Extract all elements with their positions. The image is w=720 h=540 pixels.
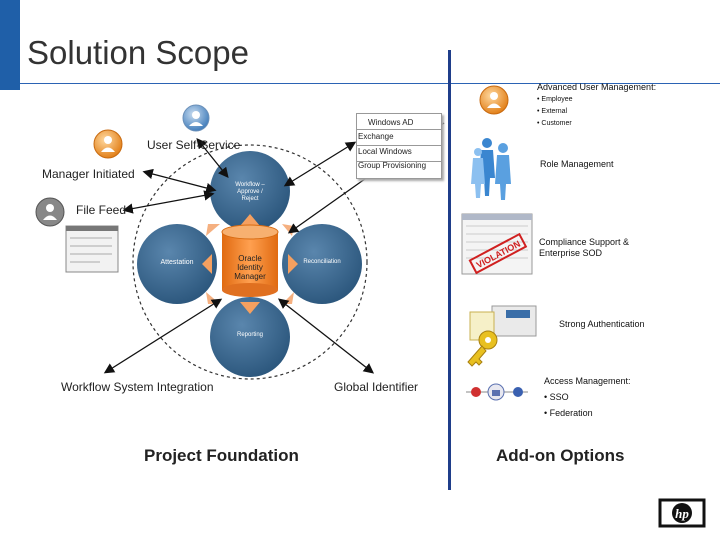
footer-addon-options: Add-on Options <box>496 446 625 465</box>
arrow-workflow-system <box>103 298 223 374</box>
svg-text:hp: hp <box>675 506 689 521</box>
target-local-windows: Local Windows <box>358 147 412 156</box>
section-divider <box>448 50 451 490</box>
label-manager-initiated: Manager Initiated <box>42 167 135 181</box>
screenshot-icon: VIOLATION <box>461 213 533 275</box>
advanced-user-mgmt-title: Advanced User Management: <box>537 82 657 92</box>
core-cylinder-bottom <box>222 283 278 297</box>
core-cylinder-top <box>221 224 279 240</box>
user-icon <box>35 197 65 227</box>
attestation-circle <box>137 224 217 304</box>
arrow-global-identifier <box>277 298 375 374</box>
title-underline <box>20 83 720 84</box>
target-exchange: Exchange <box>358 132 394 141</box>
target-group-provisioning: Group Provisioning <box>358 161 427 170</box>
role-management-label: Role Management <box>540 159 614 169</box>
document-icon <box>65 225 119 273</box>
arrow-windows-ad <box>283 141 357 187</box>
advanced-user-item: • External <box>537 108 568 115</box>
pointer-down <box>240 302 260 314</box>
reconciliation-label: Reconciliation <box>303 259 341 265</box>
label-workflow-system-integration: Workflow System Integration <box>61 380 214 394</box>
page-title: Solution Scope <box>27 34 249 71</box>
pointer-up <box>240 214 260 226</box>
key-icon <box>467 305 537 367</box>
footer-project-foundation: Project Foundation <box>144 446 299 465</box>
target-windows-ad: Windows AD <box>368 118 414 127</box>
compliance-label: Compliance Support & Enterprise SOD <box>539 237 630 258</box>
workflow-circle <box>210 151 290 231</box>
core-cylinder-body <box>222 232 278 290</box>
access-mgmt-title: Access Management: <box>544 376 631 386</box>
pointer-ul <box>206 224 220 236</box>
label-global-identifier: Global Identifier <box>334 380 419 394</box>
reporting-label: Reporting <box>236 332 263 338</box>
network-icon <box>466 383 528 401</box>
label-file-feed: File Feed <box>76 203 127 217</box>
outer-dashed-ring <box>132 144 368 380</box>
advanced-user-item: • Customer <box>537 120 572 127</box>
reconciliation-circle <box>282 224 362 304</box>
hp-logo: hp <box>658 498 706 528</box>
reporting-circle <box>210 297 290 377</box>
pointer-right <box>288 254 298 274</box>
people-silhouettes-icon <box>471 138 511 200</box>
label-user-self-service: User Self-Service <box>147 138 241 152</box>
provisioning-targets-box <box>356 113 442 179</box>
user-icon <box>182 104 210 132</box>
user-icon <box>93 129 123 159</box>
pointer-ll <box>206 292 220 304</box>
arrow-manager-initiated <box>142 168 217 194</box>
strong-auth-label: Strong Authentication <box>559 319 645 329</box>
title-accent-bar <box>0 0 20 90</box>
attestation-label: Attestation <box>160 259 194 266</box>
user-icon <box>479 85 509 115</box>
access-mgmt-item: • Federation <box>544 408 593 418</box>
access-mgmt-item: • SSO <box>544 392 569 402</box>
arrow-file-feed <box>122 190 215 214</box>
pointer-left <box>202 254 212 274</box>
workflow-label: Workflow – Approve / Reject <box>235 182 265 202</box>
advanced-user-item: • Employee <box>537 96 573 103</box>
arrow-user-self-service <box>196 137 229 179</box>
core-label: Oracle Identity Manager <box>234 254 266 281</box>
